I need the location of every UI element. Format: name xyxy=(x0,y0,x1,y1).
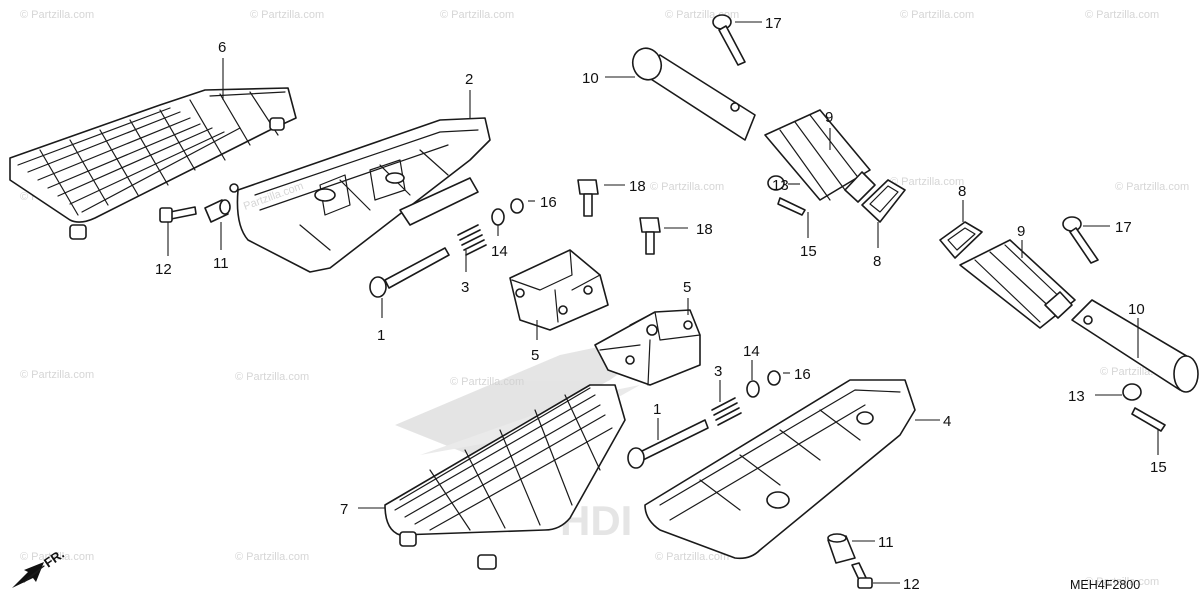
bolt-right xyxy=(851,562,873,589)
rubber-pad-left xyxy=(9,87,297,240)
watermark: © Partzilla.com xyxy=(900,9,974,21)
collar-right xyxy=(827,533,856,564)
callout-15: 15 xyxy=(800,243,817,260)
callout-8: 8 xyxy=(958,183,966,200)
callout-7: 7 xyxy=(340,501,348,518)
callout-16: 16 xyxy=(540,194,557,211)
callout-1: 1 xyxy=(653,401,661,418)
callout-14: 14 xyxy=(491,243,508,260)
watermark: © Partzilla.com xyxy=(20,9,94,21)
callout-9: 9 xyxy=(825,109,833,126)
step-holder-right xyxy=(644,379,916,560)
callout-10: 10 xyxy=(582,70,599,87)
callout-17: 17 xyxy=(1115,219,1132,236)
callout-15: 15 xyxy=(1150,459,1167,476)
watermark: © Partzilla.com xyxy=(235,551,309,563)
callout-12: 12 xyxy=(903,576,920,593)
callout-8: 8 xyxy=(873,253,881,270)
callout-3: 3 xyxy=(461,279,469,296)
watermark: © Partzilla.com xyxy=(440,9,514,21)
leader-lines xyxy=(167,21,1159,584)
collar-left xyxy=(204,199,231,223)
callout-17: 17 xyxy=(765,15,782,32)
callout-11: 11 xyxy=(878,534,894,551)
watermark: © Partzilla.com xyxy=(650,181,724,193)
bolt-18-a xyxy=(577,179,599,217)
callout-11: 11 xyxy=(213,255,229,272)
pin-right xyxy=(627,419,709,469)
callout-12: 12 xyxy=(155,261,172,278)
clevis-pin-lower xyxy=(1062,216,1099,264)
grip-rubber-upper xyxy=(764,109,876,203)
watermark: © Partzilla.com xyxy=(890,176,964,188)
callout-2: 2 xyxy=(465,71,473,88)
bracket-a xyxy=(509,249,609,331)
callout-10: 10 xyxy=(1128,301,1145,318)
pin-left xyxy=(369,247,450,298)
clevis-pin-upper xyxy=(712,14,746,66)
cotter-pin-lower xyxy=(1131,407,1166,432)
watermark: © Partzilla.com xyxy=(1085,576,1159,588)
watermark: © Partzilla.com xyxy=(20,369,94,381)
clip-left xyxy=(510,198,524,214)
watermark: © Partzilla.com xyxy=(655,551,729,563)
damper-lower xyxy=(939,221,983,259)
callout-13: 13 xyxy=(772,177,789,194)
callout-6: 6 xyxy=(218,39,226,56)
washer-right xyxy=(746,380,760,398)
bracket-b xyxy=(594,309,701,386)
front-label: FR. xyxy=(41,546,67,570)
cotter-pin-upper xyxy=(777,197,806,216)
washer-left xyxy=(491,208,505,226)
callout-14: 14 xyxy=(743,343,760,360)
spring-right xyxy=(711,397,742,426)
washer-upper xyxy=(767,175,785,191)
callout-18: 18 xyxy=(696,221,713,238)
watermark-layer: © Partzilla.com © Partzilla.com © Partzi… xyxy=(20,9,1189,588)
clip-right xyxy=(767,370,781,386)
callout-5: 5 xyxy=(683,279,691,296)
callout-5: 5 xyxy=(531,347,539,364)
callout-13: 13 xyxy=(1068,388,1085,405)
peg-body-upper xyxy=(631,47,756,141)
callout-16: 16 xyxy=(794,366,811,383)
step-holder-left: Partzilla.com xyxy=(229,117,491,273)
spring-left xyxy=(457,224,487,256)
grip-rubber-lower xyxy=(959,239,1076,329)
washer-lower xyxy=(1122,383,1142,401)
watermark: © Partzilla.com xyxy=(1115,181,1189,193)
bolt-left xyxy=(159,206,197,223)
watermark: © Partzilla.com xyxy=(250,9,324,21)
callout-1: 1 xyxy=(377,327,385,344)
callout-labels: 6 2 1 3 14 16 12 11 18 18 5 5 10 17 9 13… xyxy=(155,15,1167,593)
callout-4: 4 xyxy=(943,413,951,430)
watermark: © Partzilla.com xyxy=(235,371,309,383)
callout-3: 3 xyxy=(714,363,722,380)
peg-body-lower xyxy=(1071,299,1199,393)
rubber-pad-right xyxy=(384,384,626,570)
callout-9: 9 xyxy=(1017,223,1025,240)
diagram-code: MEH4F2800 xyxy=(1070,578,1140,592)
watermark: © Partzilla.com xyxy=(1085,9,1159,21)
watermark: © Partzilla.com xyxy=(20,551,94,563)
bolt-18-b xyxy=(639,217,661,255)
damper-upper xyxy=(861,179,906,223)
callout-18: 18 xyxy=(629,178,646,195)
